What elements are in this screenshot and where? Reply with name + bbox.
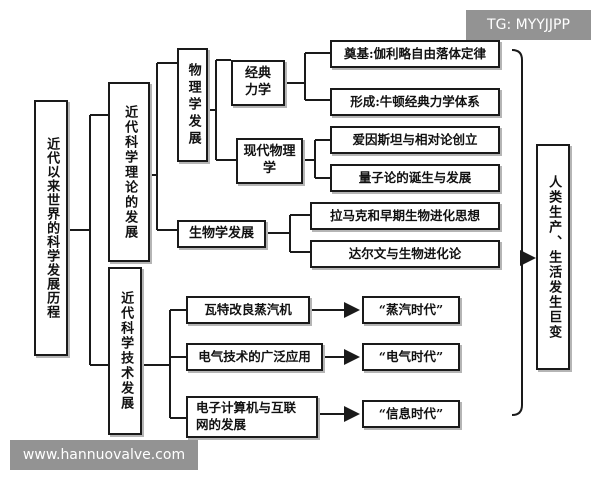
watermark-top-label: TG: MYYJJPP (487, 17, 570, 33)
electric-tech-label: 电气技术的广泛应用 (198, 348, 311, 364)
lamarck-label: 拉马克和早期生物进化思想 (329, 207, 480, 223)
science-theory-label: 近代科学理论的发展 (122, 104, 138, 240)
result-label: 人类生产、生活发生巨变 (546, 174, 562, 340)
info-age-label: “信息时代” (378, 405, 444, 421)
physics-box: 物理学发展 (177, 48, 208, 162)
foundation-box: 奠基:伽利略自由落体定律 (330, 40, 500, 68)
steam-engine-label: 瓦特改良蒸汽机 (204, 301, 292, 317)
physics-label: 物理学发展 (185, 62, 201, 148)
result-box: 人类生产、生活发生巨变 (536, 144, 570, 370)
relativity-box: 爱因斯坦与相对论创立 (330, 126, 500, 154)
darwin-label: 达尔文与生物进化论 (348, 245, 462, 261)
science-theory-box: 近代科学理论的发展 (108, 82, 150, 262)
computer-label: 电子计算机与互联网的发展 (196, 400, 297, 432)
root-label: 近代以来世界的科学发展历程 (44, 137, 60, 319)
watermark-bottom-label: www.hannuovalve.com (22, 447, 186, 463)
classical-label: 经典力学 (244, 66, 271, 98)
relativity-label: 爱因斯坦与相对论创立 (352, 131, 478, 147)
technology-box: 近代科学技术发展 (108, 267, 142, 435)
biology-label: 生物学发展 (188, 225, 254, 241)
technology-label: 近代科学技术发展 (118, 291, 134, 411)
steam-age-box: “蒸汽时代” (362, 296, 460, 324)
classical-box: 经典力学 (231, 60, 285, 106)
darwin-box: 达尔文与生物进化论 (310, 240, 500, 268)
modern-box: 现代物理学 (236, 138, 303, 184)
electric-age-box: “电气时代” (362, 343, 460, 371)
steam-engine-box: 瓦特改良蒸汽机 (186, 296, 310, 324)
info-age-box: “信息时代” (362, 400, 460, 428)
bracket (511, 49, 531, 416)
watermark-top: TG: MYYJJPP (466, 10, 591, 40)
formation-label: 形成:牛顿经典力学体系 (350, 93, 480, 109)
steam-age-label: “蒸汽时代” (378, 301, 444, 317)
biology-box: 生物学发展 (177, 220, 266, 248)
electric-tech-box: 电气技术的广泛应用 (186, 343, 323, 371)
electric-age-label: “电气时代” (378, 348, 444, 364)
root-box: 近代以来世界的科学发展历程 (34, 100, 68, 356)
foundation-label: 奠基:伽利略自由落体定律 (343, 45, 487, 61)
computer-box: 电子计算机与互联网的发展 (186, 396, 318, 438)
quantum-box: 量子论的诞生与发展 (330, 164, 500, 192)
modern-label: 现代物理学 (243, 144, 296, 176)
formation-box: 形成:牛顿经典力学体系 (330, 88, 500, 116)
quantum-label: 量子论的诞生与发展 (358, 169, 472, 185)
watermark-bottom: www.hannuovalve.com (10, 440, 198, 470)
lamarck-box: 拉马克和早期生物进化思想 (310, 202, 500, 230)
